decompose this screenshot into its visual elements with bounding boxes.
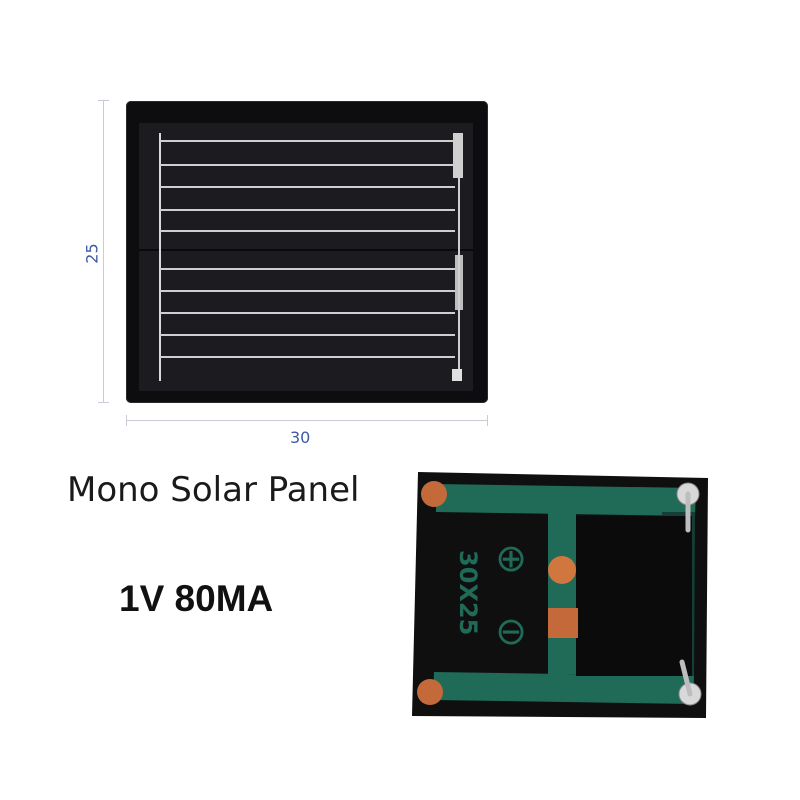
height-dimension-tick-bottom xyxy=(98,402,109,403)
height-dimension-tick-top xyxy=(98,100,109,101)
width-dimension-tick-left xyxy=(126,415,127,426)
panel-gridlines xyxy=(159,133,463,381)
solar-panel-back: ⊕ ⊖ 30X25 xyxy=(412,472,708,718)
wire-leads xyxy=(676,482,702,706)
height-dimension-line xyxy=(103,100,104,403)
product-spec: 1V 80MA xyxy=(119,578,274,619)
minus-symbol: ⊖ xyxy=(495,609,527,653)
width-dimension-tick-right xyxy=(487,415,488,426)
plus-symbol: ⊕ xyxy=(495,536,527,580)
width-dimension-label: 30 xyxy=(290,428,311,447)
copper-pads xyxy=(417,481,578,705)
solar-panel-front xyxy=(126,101,488,403)
cell-divider xyxy=(139,249,473,251)
solar-cell-area xyxy=(139,123,473,391)
height-dimension-label: 25 xyxy=(82,243,102,264)
silkscreen-size-label: 30X25 xyxy=(454,550,482,635)
product-title: Mono Solar Panel xyxy=(67,470,360,510)
width-dimension-line xyxy=(126,420,488,421)
